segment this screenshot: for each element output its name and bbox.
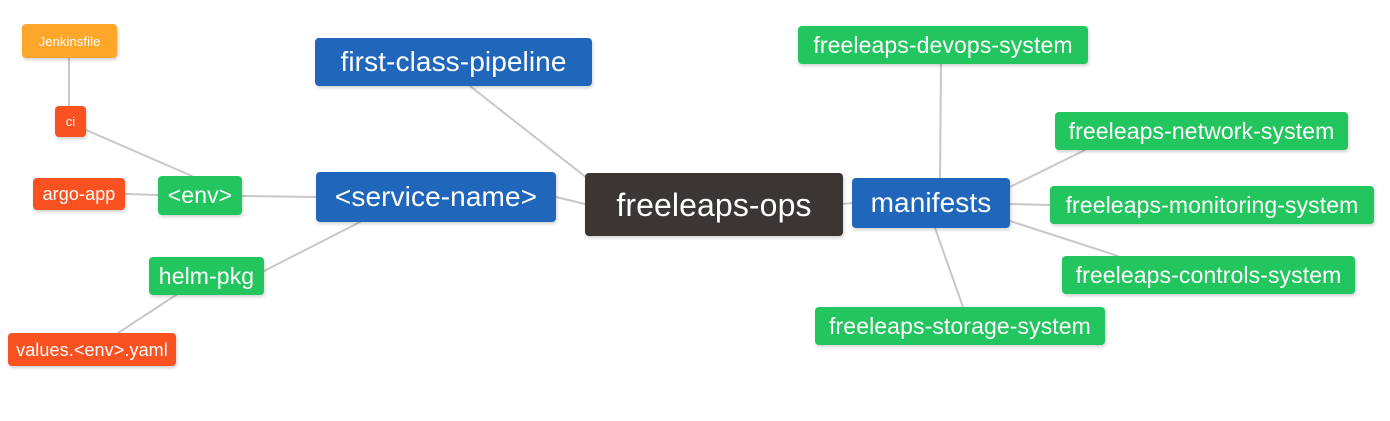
edge-freeleaps-ops-to-first-class-pipeline <box>469 85 593 183</box>
edge-manifests-to-freeleaps-network-system <box>1009 149 1086 188</box>
edge-service-name-to-helm-pkg <box>263 221 361 272</box>
mindmap-node-label: first-class-pipeline <box>340 46 567 77</box>
mindmap-node-jenkinsfile[interactable]: Jenkinsfile <box>22 24 117 58</box>
mindmap-node-service-name[interactable]: <service-name> <box>316 172 556 222</box>
mindmap-node-label: freeleaps-monitoring-system <box>1065 191 1359 218</box>
edge-env-to-argo-app <box>124 193 159 196</box>
mindmap-node-ci[interactable]: ci <box>55 106 86 137</box>
mindmap-node-label: freeleaps-controls-system <box>1075 261 1342 288</box>
mindmap-node-label: freeleaps-ops <box>616 186 812 223</box>
mindmap-node-freeleaps-devops-system[interactable]: freeleaps-devops-system <box>798 26 1088 64</box>
mindmap-node-label: ci <box>65 114 76 129</box>
edge-manifests-to-freeleaps-monitoring-system <box>1009 203 1051 206</box>
mindmap-node-freeleaps-storage-system[interactable]: freeleaps-storage-system <box>815 307 1105 345</box>
edge-helm-pkg-to-values-yaml <box>117 294 177 334</box>
mindmap-node-freeleaps-ops[interactable]: freeleaps-ops <box>585 173 843 236</box>
mindmap-node-argo-app[interactable]: argo-app <box>33 178 125 210</box>
edge-env-to-ci <box>85 129 193 177</box>
mindmap-node-label: argo-app <box>42 184 116 204</box>
mindmap-node-helm-pkg[interactable]: helm-pkg <box>149 257 264 295</box>
mindmap-node-label: helm-pkg <box>158 262 255 289</box>
edge-freeleaps-ops-to-service-name <box>555 196 586 205</box>
mindmap-node-label: <service-name> <box>334 181 538 212</box>
mindmap-node-manifests[interactable]: manifests <box>852 178 1010 228</box>
mindmap-node-freeleaps-network-system[interactable]: freeleaps-network-system <box>1055 112 1348 150</box>
mindmap-node-label: freeleaps-network-system <box>1068 117 1335 144</box>
mindmap-node-first-class-pipeline[interactable]: first-class-pipeline <box>315 38 592 86</box>
edge-service-name-to-env <box>241 195 317 198</box>
mindmap-node-label: freeleaps-storage-system <box>829 312 1091 339</box>
mindmap-node-env[interactable]: <env> <box>158 176 242 215</box>
edge-manifests-to-freeleaps-controls-system <box>1009 220 1119 257</box>
mindmap-node-label: <env> <box>167 182 233 208</box>
mindmap-node-freeleaps-monitoring-system[interactable]: freeleaps-monitoring-system <box>1050 186 1374 224</box>
edge-manifests-to-freeleaps-devops-system <box>939 63 942 179</box>
mindmap-node-freeleaps-controls-system[interactable]: freeleaps-controls-system <box>1062 256 1355 294</box>
edge-manifests-to-freeleaps-storage-system <box>934 227 964 308</box>
mindmap-node-label: Jenkinsfile <box>38 33 101 49</box>
mindmap-node-values-yaml[interactable]: values.<env>.yaml <box>8 333 176 366</box>
mindmap-node-label: manifests <box>870 187 992 218</box>
edge-freeleaps-ops-to-manifests <box>842 202 853 205</box>
mindmap-node-label: freeleaps-devops-system <box>813 31 1073 58</box>
mindmap-node-label: values.<env>.yaml <box>16 339 168 360</box>
